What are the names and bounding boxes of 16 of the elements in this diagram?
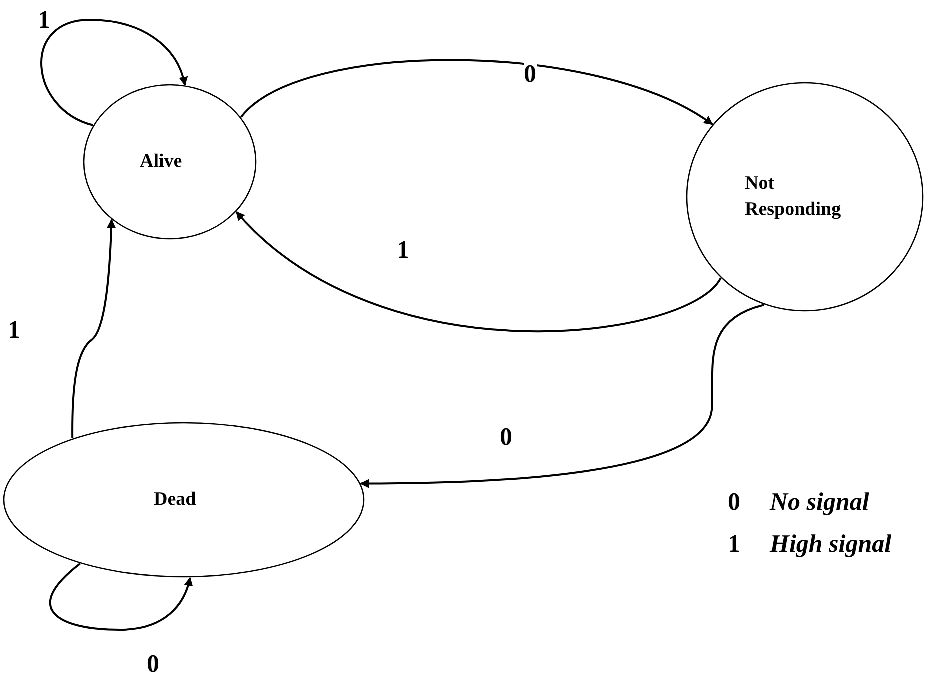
legend-text: High signal xyxy=(770,532,892,557)
state-ellipse xyxy=(83,84,257,240)
legend-symbol: 0 xyxy=(728,490,740,515)
transition-arrow xyxy=(50,563,193,631)
transition-arrow xyxy=(72,219,116,438)
state-name: Alive xyxy=(140,150,184,174)
state-name: Dead xyxy=(154,488,198,512)
state-ellipse xyxy=(686,82,924,312)
state-name: Not Responding xyxy=(745,172,842,222)
legend-symbol: 1 xyxy=(728,532,740,557)
transition-arrow xyxy=(40,19,188,126)
transition-arrow xyxy=(240,59,714,126)
legend-text: No signal xyxy=(770,490,870,515)
transition-arrow xyxy=(360,304,765,488)
state-ellipse xyxy=(3,422,365,578)
transition-arrow xyxy=(236,211,722,332)
